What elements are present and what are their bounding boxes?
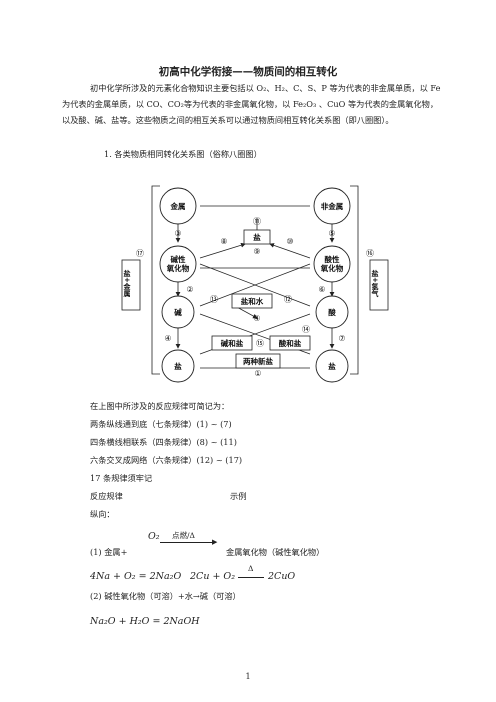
num-9: ⑨ xyxy=(253,247,260,256)
column-rule: 反应规律 xyxy=(90,491,123,501)
circle-basic-oxide xyxy=(159,245,197,283)
num-17: ⑰ xyxy=(136,249,144,258)
label-salt-water: 盐和水 xyxy=(241,296,264,306)
circle-acid xyxy=(315,295,349,329)
equation-2: Na₂O + H₂O = 2NaOH xyxy=(90,616,200,627)
num-7: ⑦ xyxy=(338,334,345,343)
num-12: ⑫ xyxy=(284,295,292,304)
num-10: ⑩ xyxy=(286,237,293,246)
label-acidic-oxide-1: 酸性 xyxy=(325,254,340,264)
label-nonmetal: 非金属 xyxy=(321,201,344,211)
num-8: ⑧ xyxy=(220,237,227,246)
rule2: (2) 碱性氧化物（可溶）+水→碱（可溶） xyxy=(90,591,241,601)
rule1-right: 金属氧化物（碱性氧化物） xyxy=(226,547,325,557)
rule1-left: (1) 金属+ xyxy=(90,547,128,557)
num-4: ④ xyxy=(253,314,260,323)
num-2: ② xyxy=(186,285,193,294)
intro-paragraph: 初中化学所涉及的元素化合物知识主要包括以 O₂、H₂、C、S、P 等为代表的非金… xyxy=(62,83,441,125)
label-salt-left: 盐 xyxy=(174,361,182,371)
circle-salt-left xyxy=(161,349,195,383)
box-acid-salt xyxy=(269,335,311,351)
box-salt-metal xyxy=(121,259,141,311)
rule1-arrow xyxy=(160,542,216,543)
num-13: ⑬ xyxy=(210,295,218,304)
vertical-label: 纵向： xyxy=(90,509,115,519)
num-4b: ④ xyxy=(164,334,171,343)
label-base-salt: 碱和盐 xyxy=(221,338,244,348)
outer-right-line xyxy=(350,185,359,375)
label-basic-oxide-1: 碱性 xyxy=(171,254,186,264)
circle-salt-right xyxy=(315,349,349,383)
rule1-arrow-head: ▶ xyxy=(212,538,218,546)
circle-metal xyxy=(159,187,197,225)
label-base: 碱 xyxy=(174,307,182,317)
label-metal: 金属 xyxy=(170,201,186,211)
column-example: 示例 xyxy=(230,491,247,501)
circle-nonmetal xyxy=(313,187,351,225)
page-title: 初高中化学衔接——物质间的相互转化 xyxy=(158,66,338,78)
equation-1b: 2Cu + O₂ xyxy=(190,571,236,582)
summary-line-2: 四条横线相联系（四条规律）(8) ~ (11) xyxy=(90,437,237,447)
box-salt-hydrogen xyxy=(369,259,389,311)
label-basic-oxide-2: 氧化物 xyxy=(166,263,190,273)
num-6: ⑥ xyxy=(318,285,325,294)
box-salt-water xyxy=(231,293,273,309)
summary-line-3: 六条交叉成网络（六条规律）(12) ~ (17) xyxy=(90,455,243,465)
label-acid: 酸 xyxy=(328,307,336,317)
page-number: 1 xyxy=(245,672,251,681)
num-11: ⑪ xyxy=(253,217,261,226)
rule1-o2: O₂ xyxy=(148,531,160,542)
label-two-new-salts: 两种新盐 xyxy=(243,356,273,366)
num-15: ⑮ xyxy=(256,339,264,348)
equation-1b-product: 2CuO xyxy=(268,571,296,582)
label-side-right: 盐+氢气 xyxy=(371,269,380,298)
outer-left-line xyxy=(151,185,160,375)
rule1-condition: 点燃/Δ xyxy=(172,531,195,540)
num-16: ⑯ xyxy=(366,249,374,258)
box-two-new-salts xyxy=(235,353,281,369)
num-14: ⑭ xyxy=(302,325,310,334)
num-5: ⑤ xyxy=(328,229,335,238)
box-salt-top xyxy=(243,229,271,245)
label-side-left: 盐+金属 xyxy=(123,269,132,298)
circle-acidic-oxide xyxy=(313,245,351,283)
eight-circle-diagram: 金属 非金属 碱性 氧化物 酸性 氧化物 碱 酸 盐 盐 盐 盐和水 碱和盐 酸… xyxy=(121,185,389,383)
label-salt-top: 盐 xyxy=(253,232,261,242)
circle-base xyxy=(161,295,195,329)
label-salt-right: 盐 xyxy=(328,361,336,371)
summary-line-1: 两条纵线通到底（七条规律）(1) ~ (7) xyxy=(90,419,232,429)
num-1: ① xyxy=(254,369,261,378)
section-heading: 1. 各类物质相同转化关系图（俗称八圈图） xyxy=(104,149,262,159)
label-acidic-oxide-2: 氧化物 xyxy=(320,263,344,273)
box-base-salt xyxy=(211,335,253,351)
equation-1b-condition: Δ xyxy=(248,564,254,573)
equation-1b-bar xyxy=(238,577,264,578)
summary-line-4: 17 条规律须牢记 xyxy=(90,473,153,483)
equation-1a: 4Na + O₂ = 2Na₂O xyxy=(90,571,182,582)
label-acid-salt: 酸和盐 xyxy=(279,338,302,348)
num-3: ③ xyxy=(174,229,181,238)
summary-intro: 在上图中所涉及的反应规律可简记为： xyxy=(90,401,230,411)
